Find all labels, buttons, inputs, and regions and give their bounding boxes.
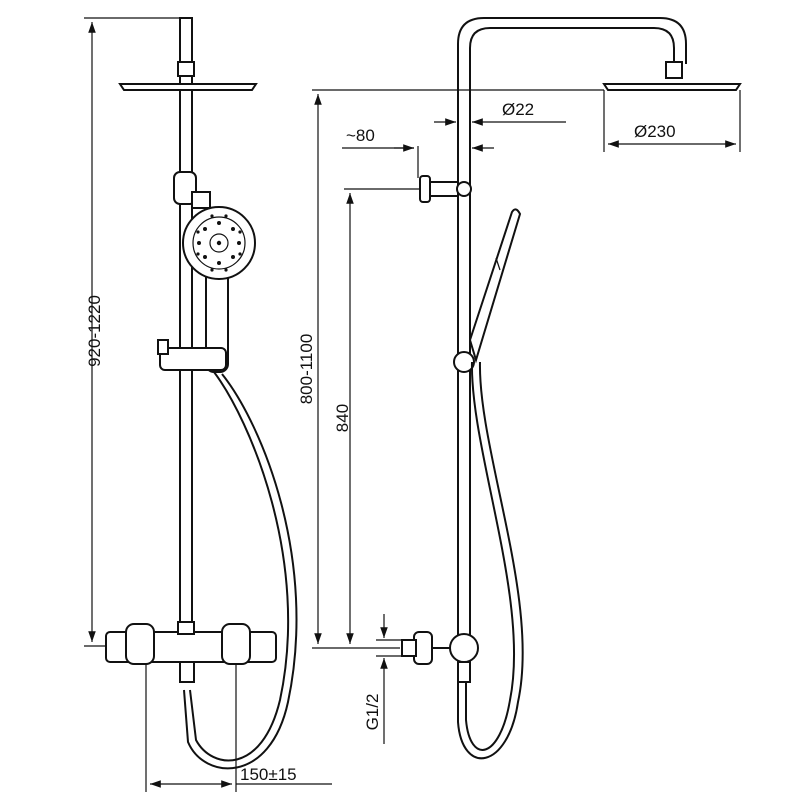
side-shower-arm: [457, 17, 687, 640]
dim-inlet-spacing: 150±15: [240, 765, 297, 784]
front-slider-knob: [157, 339, 169, 355]
side-head-connector: [665, 61, 683, 79]
front-hose: [189, 371, 290, 762]
dim-inlet-thread: G1/2: [363, 694, 382, 731]
front-riser-pipe: [179, 17, 193, 634]
side-hose: [465, 361, 516, 751]
front-rain-shower-head: [118, 83, 258, 91]
front-holder-arm: [191, 191, 211, 209]
side-hand-shower: [468, 208, 522, 364]
dim-rail-height: 840: [333, 404, 352, 432]
side-wall-bracket: [419, 175, 472, 203]
dim-arm-offset: ~80: [346, 126, 375, 145]
dim-head-diameter: Ø230: [634, 122, 676, 141]
side-slider-holder: [453, 351, 475, 373]
front-view: 920-1220 150±15: [84, 17, 332, 792]
front-thermostatic-mixer: [105, 621, 277, 683]
front-head-connector: [177, 61, 195, 77]
dim-pipe-diameter: Ø22: [502, 100, 534, 119]
front-wall-bracket: [173, 171, 197, 205]
side-view: Ø22 ~80 Ø230 800-1100 840 G1/2: [297, 17, 742, 760]
dim-side-height: 800-1100: [297, 334, 316, 405]
front-slider-holder: [159, 347, 227, 371]
front-hand-shower: [182, 206, 256, 373]
side-rain-shower-head: [602, 83, 742, 91]
dim-front-height: 920-1220: [85, 295, 104, 367]
side-thermostatic-mixer: [401, 631, 479, 683]
